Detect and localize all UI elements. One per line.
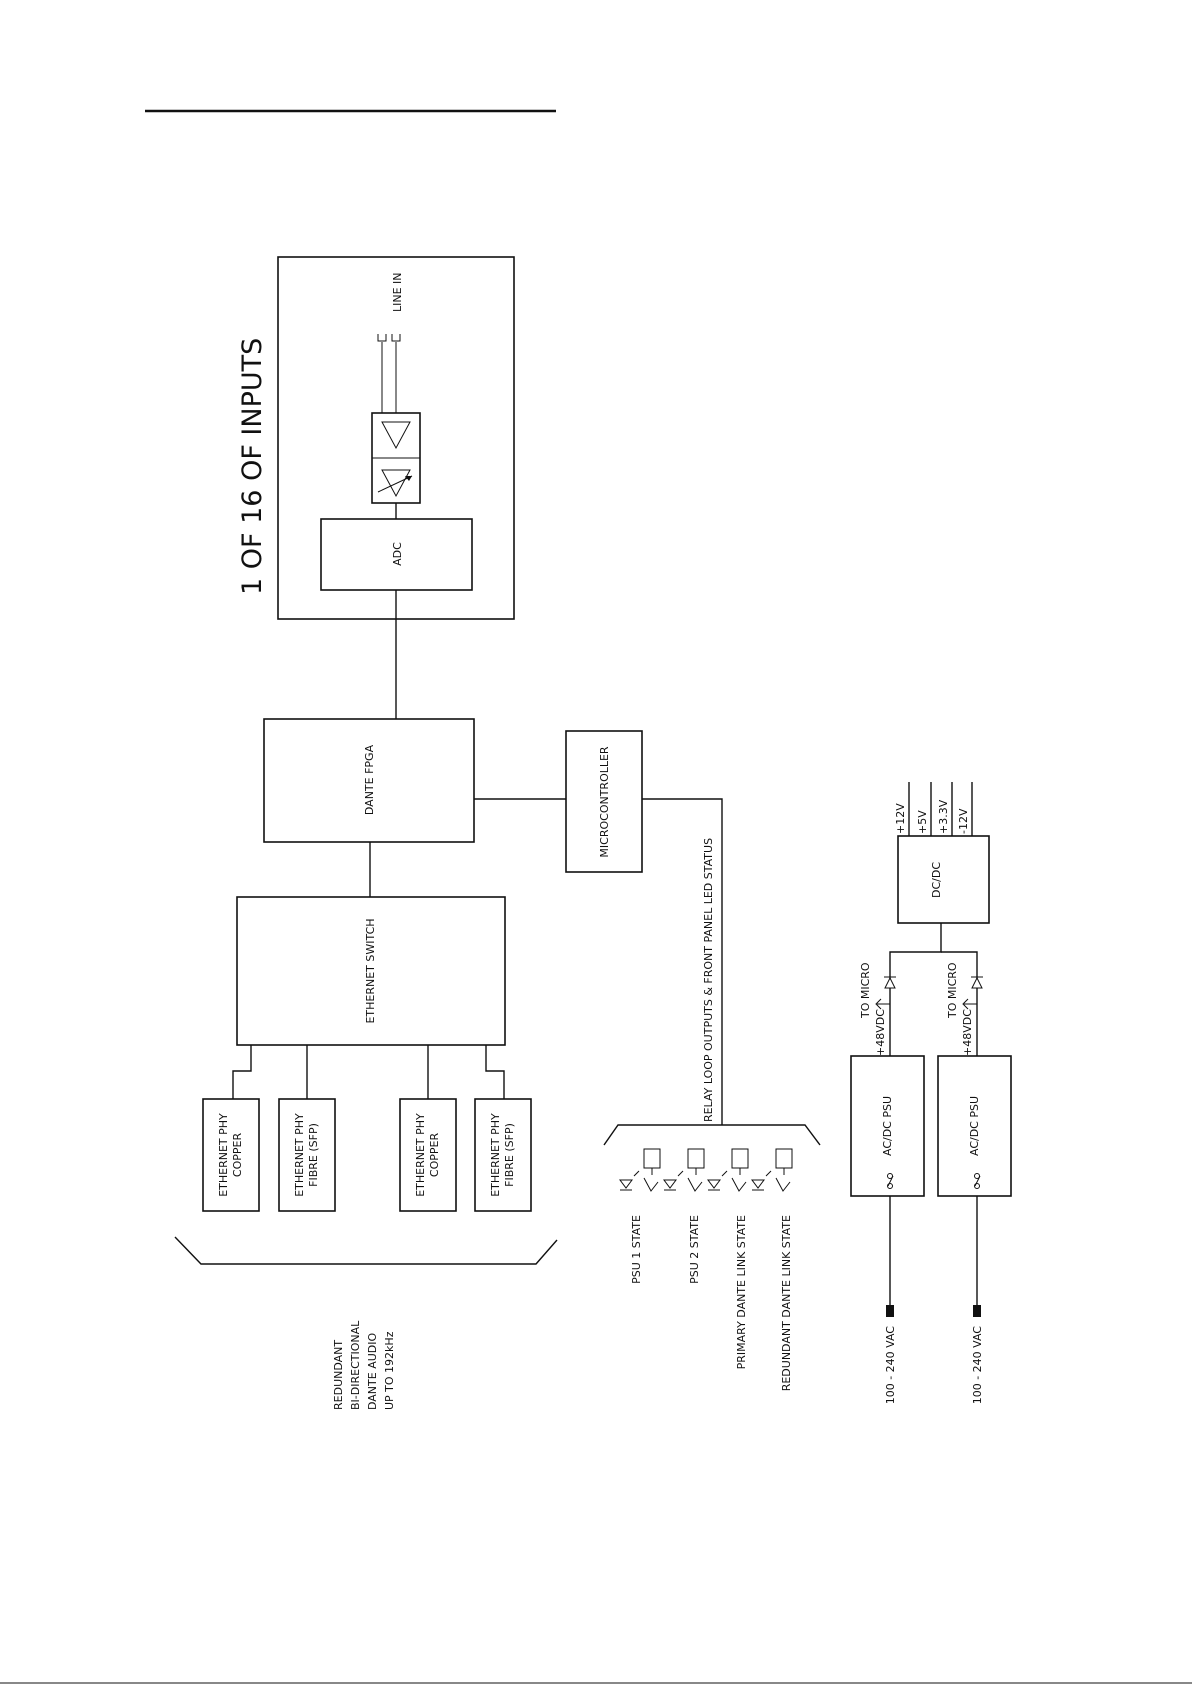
phy-1-box bbox=[202, 1098, 260, 1212]
relay-state-2: PSU 2 STATE bbox=[688, 1215, 701, 1284]
psu-1-mains: 100 - 240 VAC bbox=[884, 1326, 897, 1405]
rail-wires bbox=[908, 782, 973, 836]
psu-1-output: +48VDC bbox=[874, 1009, 887, 1056]
dante-fpga-label: DANTE FPGA bbox=[363, 744, 376, 815]
relay-state-3: PRIMARY DANTE LINK STATE bbox=[735, 1215, 748, 1369]
psu-2-box bbox=[937, 1055, 1012, 1197]
psu-2-to-micro: TO MICRO bbox=[946, 962, 959, 1019]
relay-symbol-1 bbox=[619, 1148, 661, 1192]
relay-label: RELAY LOOP OUTPUTS & FRONT PANEL LED STA… bbox=[702, 838, 715, 1122]
audio-note-line-4: UP TO 192kHz bbox=[383, 1331, 396, 1410]
phy-bracket bbox=[174, 1236, 558, 1265]
wire-micro-relay bbox=[642, 798, 723, 1125]
psu-1-box bbox=[850, 1055, 925, 1197]
rail-minus-12v: -12V bbox=[957, 808, 970, 834]
relay-state-4: REDUNDANT DANTE LINK STATE bbox=[780, 1215, 793, 1391]
psu-2-mains: 100 - 240 VAC bbox=[971, 1326, 984, 1405]
diode-1 bbox=[884, 976, 896, 989]
psu-1-to-micro: TO MICRO bbox=[859, 962, 872, 1019]
phy-1-line1: ETHERNET PHY bbox=[217, 1113, 230, 1197]
ethernet-switch-box bbox=[236, 896, 506, 1046]
relay-symbol-3 bbox=[707, 1148, 749, 1192]
phy-3-line2: COPPER bbox=[428, 1133, 441, 1178]
relay-bracket bbox=[603, 1124, 821, 1146]
audio-note-line-2: BI-DIRECTIONAL bbox=[349, 1320, 362, 1410]
phy-4-box bbox=[474, 1098, 532, 1212]
adc-box bbox=[320, 518, 473, 591]
diode-2 bbox=[971, 976, 983, 989]
rail-12v: +12V bbox=[894, 803, 907, 834]
line-in-label: LINE IN bbox=[391, 272, 404, 312]
relay-symbol-4 bbox=[751, 1148, 793, 1192]
preamp-block bbox=[371, 412, 421, 504]
phy-2-line1: ETHERNET PHY bbox=[293, 1113, 306, 1197]
psu-2-output: +48VDC bbox=[961, 1009, 974, 1056]
input-module-title: 1 OF 16 OF INPUTS bbox=[237, 338, 268, 595]
phy-2-line2: FIBRE (SFP) bbox=[307, 1123, 320, 1187]
audio-note-line-3: DANTE AUDIO bbox=[366, 1333, 379, 1410]
microcontroller-label: MICROCONTROLLER bbox=[598, 746, 611, 858]
relay-symbol-2 bbox=[663, 1148, 705, 1192]
psu-1-label: AC/DC PSU bbox=[881, 1096, 894, 1156]
dcdc-label: DC/DC bbox=[930, 862, 943, 898]
phy-1-line2: COPPER bbox=[231, 1133, 244, 1178]
relay-state-1: PSU 1 STATE bbox=[630, 1215, 643, 1284]
mains-lead-2 bbox=[973, 1173, 981, 1317]
phy-3-line1: ETHERNET PHY bbox=[414, 1113, 427, 1197]
phy-4-line1: ETHERNET PHY bbox=[489, 1113, 502, 1197]
phy-4-line2: FIBRE (SFP) bbox=[503, 1123, 516, 1187]
wire-psu2-dcdc bbox=[941, 951, 978, 1056]
phy-2-box bbox=[278, 1098, 336, 1212]
phy-3-box bbox=[399, 1098, 457, 1212]
dcdc-box bbox=[897, 835, 990, 924]
to-micro-arrow-2 bbox=[962, 998, 977, 1010]
switch-phy-wires bbox=[232, 1045, 505, 1099]
mains-lead-1 bbox=[886, 1173, 894, 1317]
rail-3v3: +3.3V bbox=[937, 799, 950, 834]
rail-5v: +5V bbox=[916, 810, 929, 834]
line-in-connector bbox=[377, 334, 401, 413]
wire-psu1-dcdc bbox=[889, 923, 942, 1056]
audio-note-line-1: REDUNDANT bbox=[332, 1340, 345, 1410]
to-micro-arrow-1 bbox=[875, 998, 890, 1010]
psu-2-label: AC/DC PSU bbox=[968, 1096, 981, 1156]
adc-label: ADC bbox=[391, 542, 404, 566]
microcontroller-box bbox=[565, 730, 643, 873]
dante-fpga-box bbox=[263, 718, 475, 843]
ethernet-switch-label: ETHERNET SWITCH bbox=[364, 918, 377, 1023]
